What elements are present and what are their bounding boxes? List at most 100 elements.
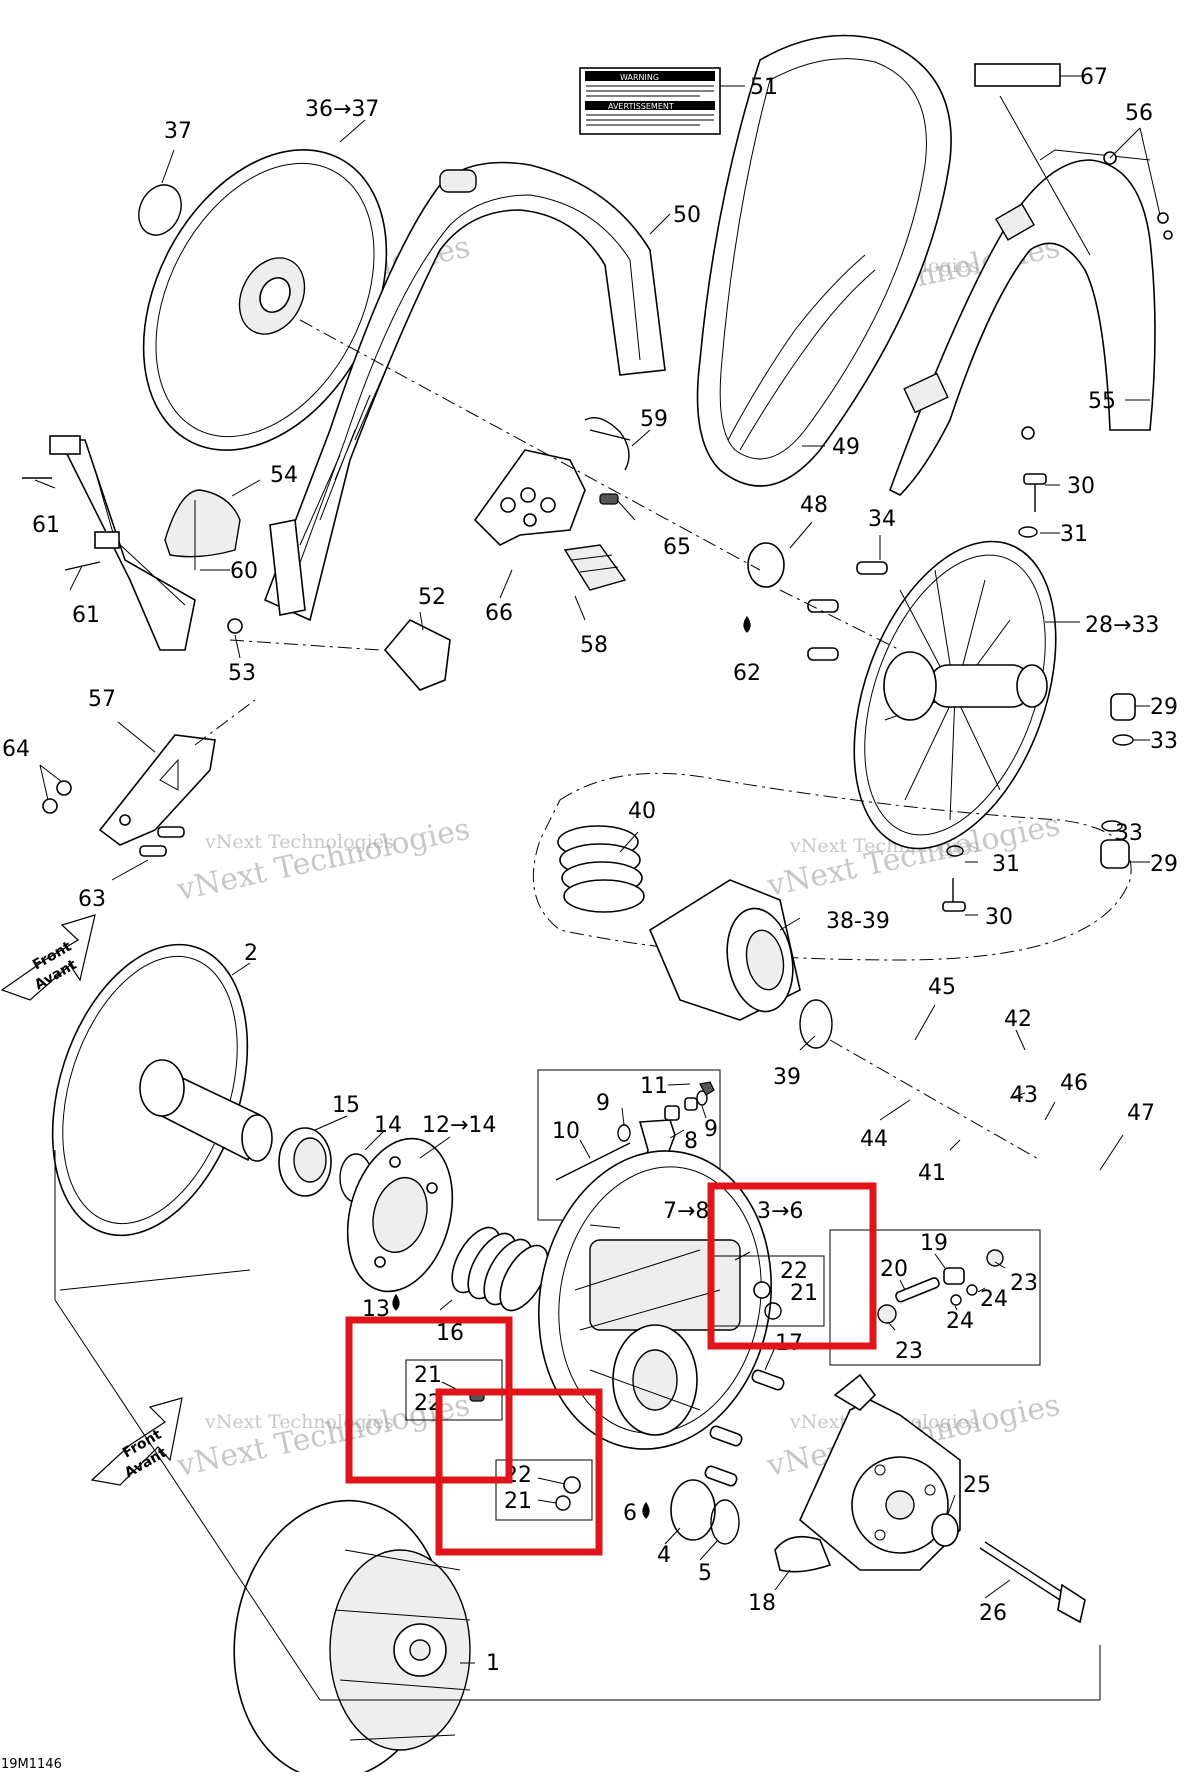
belt-guard — [889, 149, 1173, 496]
bolt-17a — [751, 1369, 785, 1391]
callout-42: 42 — [1004, 1007, 1032, 1032]
retaining-ring-37 — [138, 184, 182, 236]
o-ring-21c — [555, 1495, 571, 1511]
callout-57: 57 — [88, 687, 116, 712]
pin-10 — [555, 1142, 631, 1181]
callout-11: 11 — [640, 1074, 668, 1099]
screw-65 — [599, 493, 619, 505]
bushing-11b — [684, 1097, 698, 1111]
mounting-plate-66 — [473, 449, 586, 546]
decal-heading-fr: AVERTISSEMENT — [608, 102, 674, 111]
callout-36-37: 36→37 — [305, 97, 379, 122]
bushing-11a — [664, 1105, 680, 1121]
watermark: vNext Technologies — [173, 812, 473, 908]
callout-47: 47 — [1127, 1101, 1155, 1126]
grease-drop-62 — [743, 615, 751, 633]
callout-6: 6 — [623, 1501, 637, 1526]
bushing-15 — [278, 1127, 332, 1197]
washer-9a — [617, 1124, 631, 1142]
bolt-17b — [709, 1425, 743, 1447]
callout-49: 49 — [832, 435, 860, 460]
callout-64: 64 — [2, 737, 30, 762]
bolt-63a — [157, 826, 185, 838]
nut-53 — [227, 618, 243, 634]
bracket-52 — [383, 619, 451, 691]
callout-38-39: 38-39 — [826, 909, 890, 934]
spring-40 — [557, 825, 645, 913]
slider-29b — [1100, 839, 1130, 869]
callout-62: 62 — [733, 661, 761, 686]
callout-labels: 51 67 56 36→37 37 50 55 59 49 54 61 60 6… — [2, 65, 1178, 1676]
callout-8: 8 — [684, 1129, 698, 1154]
washer-22c — [563, 1476, 581, 1494]
o-ring-48 — [747, 542, 785, 588]
callout-43: 43 — [1010, 1083, 1038, 1108]
grease-drop-13 — [392, 1293, 400, 1311]
label-67 — [974, 63, 1061, 87]
nut-11 — [699, 1081, 715, 1096]
callout-29b: 29 — [1150, 852, 1178, 877]
callout-41: 41 — [918, 1161, 946, 1186]
drive-belt — [696, 34, 952, 487]
highlight-box-21-22-left — [345, 1316, 513, 1484]
callout-48: 48 — [800, 493, 828, 518]
assembly-boundary — [532, 772, 1132, 961]
callout-20: 20 — [880, 1257, 908, 1282]
callout-34: 34 — [868, 507, 896, 532]
callout-23b: 23 — [895, 1339, 923, 1364]
callout-21a: 21 — [790, 1281, 818, 1306]
watermark: vNext Technologies — [204, 831, 394, 853]
washer-64a — [56, 780, 72, 796]
grease-drop-6 — [642, 1501, 650, 1519]
callout-22a: 22 — [780, 1259, 808, 1284]
callout-28-33: 28→33 — [1085, 613, 1159, 638]
washer-31a — [1018, 526, 1038, 538]
callout-66: 66 — [485, 601, 513, 626]
washer-9b — [696, 1090, 708, 1106]
pin-30a-head — [1023, 473, 1047, 485]
bolt-63b — [139, 845, 167, 857]
callout-21c: 21 — [504, 1489, 532, 1514]
lever-assembly-60 — [49, 435, 196, 651]
screw-61b — [64, 561, 101, 571]
roller-pin-20 — [895, 1277, 940, 1303]
highlight-boxes — [345, 1182, 877, 1556]
callout-21b: 21 — [414, 1363, 442, 1388]
bolt-17c — [704, 1465, 738, 1487]
callout-30a: 30 — [1067, 474, 1095, 499]
callout-53: 53 — [228, 661, 256, 686]
clip-33a — [1112, 734, 1134, 746]
spring-16 — [451, 1226, 549, 1312]
pin-30b-head — [942, 901, 966, 912]
callout-60: 60 — [230, 559, 258, 584]
driven-sheave-28 — [853, 540, 1057, 850]
callout-7-8: 7→8 — [663, 1199, 709, 1224]
callout-25: 25 — [963, 1473, 991, 1498]
o-ring-21a — [764, 1302, 782, 1320]
callout-44: 44 — [860, 1127, 888, 1152]
callout-40: 40 — [628, 799, 656, 824]
callout-51: 51 — [750, 75, 778, 100]
hinge-58 — [563, 544, 627, 591]
washer-24b — [966, 1284, 978, 1296]
detail-box-19-24 — [829, 1229, 1041, 1366]
callout-5: 5 — [698, 1561, 712, 1586]
callout-4: 4 — [657, 1543, 671, 1568]
callout-55: 55 — [1088, 389, 1116, 414]
callout-12-14: 12→14 — [422, 1113, 496, 1138]
callout-61a: 61 — [32, 513, 60, 538]
diagram-code: 19M1146 — [1, 1757, 62, 1772]
spider-18 — [774, 1373, 961, 1573]
callout-37: 37 — [164, 119, 192, 144]
callout-23a: 23 — [1010, 1271, 1038, 1296]
callout-19: 19 — [920, 1231, 948, 1256]
callout-2: 2 — [244, 941, 258, 966]
warning-decal: WARNING AVERTISSEMENT — [579, 67, 721, 135]
cam-38 — [648, 879, 801, 1021]
spring-seat-12 — [346, 1137, 454, 1293]
callout-33b: 33 — [1115, 821, 1143, 846]
circlip-39 — [799, 999, 833, 1049]
callout-33a: 33 — [1150, 729, 1178, 754]
callout-45: 45 — [928, 975, 956, 1000]
